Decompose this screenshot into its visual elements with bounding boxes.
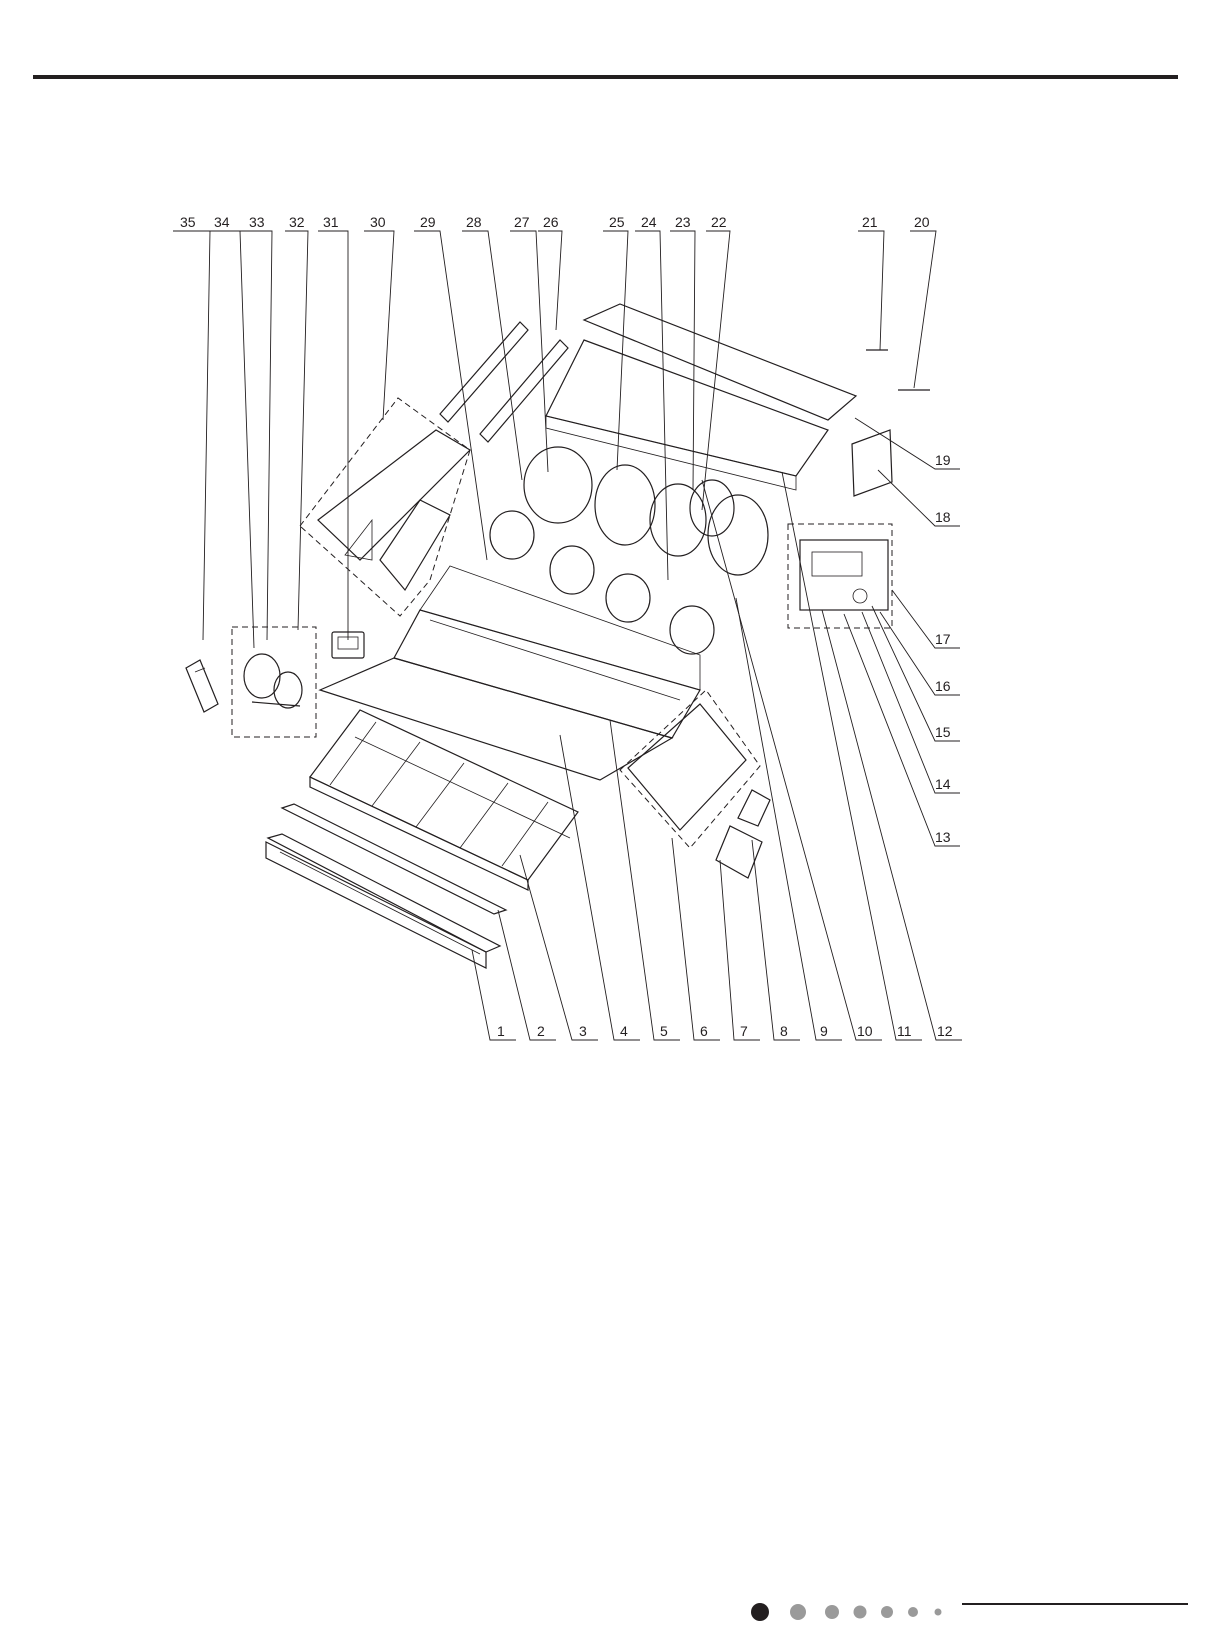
- callout-23: 23: [675, 214, 691, 230]
- callout-34: 34: [214, 214, 230, 230]
- callout-31: 31: [323, 214, 339, 230]
- callout-21: 21: [862, 214, 878, 230]
- fan-housings: [524, 447, 768, 575]
- callout-30: 30: [370, 214, 386, 230]
- callout-28: 28: [466, 214, 482, 230]
- callout-13: 13: [935, 829, 951, 845]
- callout-9: 9: [820, 1023, 828, 1039]
- mounting-brackets: [440, 322, 568, 442]
- page-dots: [0, 1590, 1213, 1630]
- callout-12: 12: [937, 1023, 953, 1039]
- callout-20: 20: [914, 214, 930, 230]
- callout-8: 8: [780, 1023, 788, 1039]
- callout-24: 24: [641, 214, 657, 230]
- unit-casing: [320, 566, 700, 780]
- front-panel-rails: [266, 804, 506, 968]
- top-callout-labels: 35 34 33 32 31 30 29 28 27 26 25 24 23 2…: [180, 214, 930, 230]
- callout-25: 25: [609, 214, 625, 230]
- fasteners: [866, 350, 930, 390]
- page-dot: [825, 1605, 839, 1619]
- page-dot: [935, 1609, 942, 1616]
- remote-controller: [186, 660, 218, 712]
- top-cover-panels: [546, 304, 856, 490]
- page-dot: [790, 1604, 806, 1620]
- callout-2: 2: [537, 1023, 545, 1039]
- electric-box: [788, 524, 892, 628]
- cover-plate: [852, 430, 892, 496]
- callout-32: 32: [289, 214, 305, 230]
- page-dot: [908, 1607, 918, 1617]
- callout-18: 18: [935, 509, 951, 525]
- page-dot: [881, 1606, 893, 1618]
- right-callout-labels: 19 18 17 16 15 14 13: [935, 452, 951, 845]
- callout-26: 26: [543, 214, 559, 230]
- footer-rule: [962, 1603, 1188, 1605]
- callout-6: 6: [700, 1023, 708, 1039]
- callout-3: 3: [579, 1023, 587, 1039]
- callout-17: 17: [935, 631, 951, 647]
- bottom-callout-labels: 1 2 3 4 5 6 7 8 9 10 11 12: [497, 1023, 953, 1039]
- end-plate-group: [620, 690, 770, 878]
- callout-11: 11: [897, 1023, 912, 1039]
- callout-7: 7: [740, 1023, 748, 1039]
- callout-14: 14: [935, 776, 951, 792]
- callout-19: 19: [935, 452, 951, 468]
- callout-27: 27: [514, 214, 530, 230]
- callout-16: 16: [935, 678, 951, 694]
- callout-33: 33: [249, 214, 265, 230]
- callout-35: 35: [180, 214, 196, 230]
- fan-impellers: [490, 511, 714, 654]
- callout-1: 1: [497, 1023, 505, 1039]
- side-panel-group: [300, 398, 470, 616]
- valve-assembly: [232, 627, 316, 737]
- callout-5: 5: [660, 1023, 668, 1039]
- page-dot: [854, 1606, 867, 1619]
- air-filter: [310, 710, 578, 890]
- page-dot-active: [751, 1603, 769, 1621]
- callout-22: 22: [711, 214, 727, 230]
- callout-15: 15: [935, 724, 951, 740]
- callout-29: 29: [420, 214, 436, 230]
- callout-4: 4: [620, 1023, 628, 1039]
- callout-10: 10: [857, 1023, 873, 1039]
